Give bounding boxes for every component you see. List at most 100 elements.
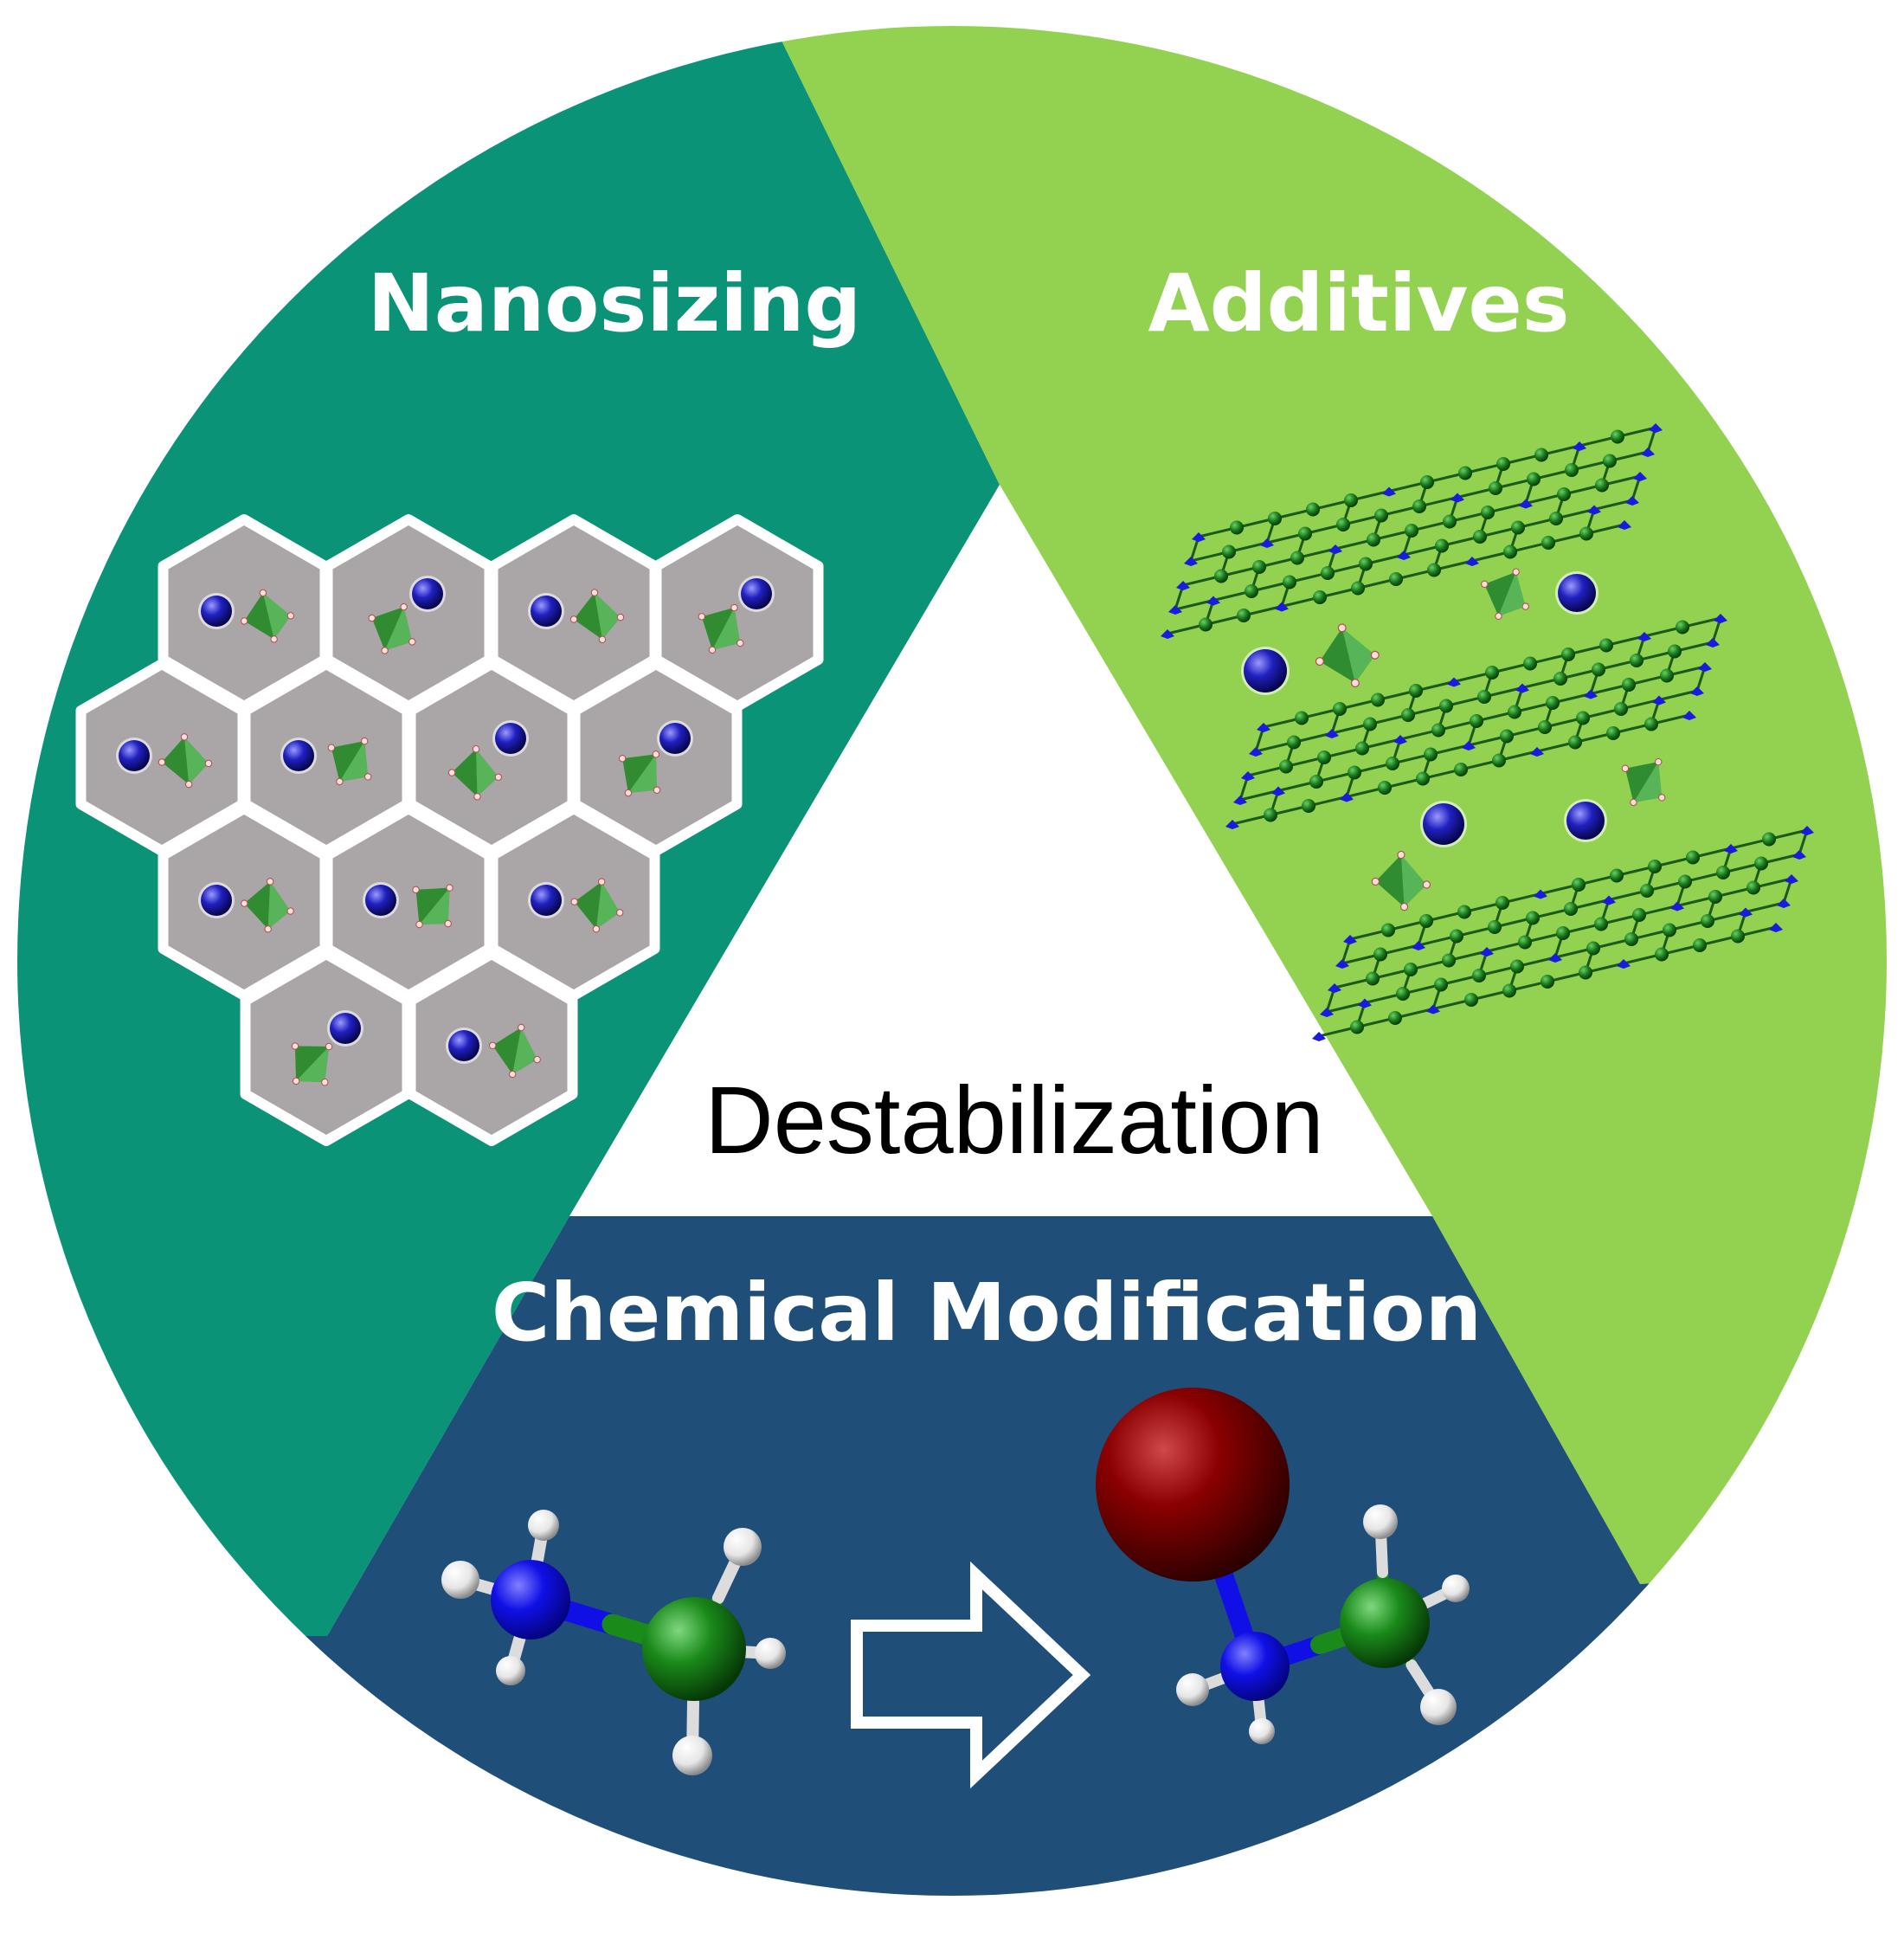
cation-sphere-icon (1423, 803, 1464, 845)
carbon-node (1572, 878, 1586, 892)
carbon-node (1534, 448, 1548, 462)
nanocrystal-cell (240, 659, 413, 856)
carbon-node (1557, 487, 1571, 501)
carbon-node (1405, 524, 1418, 538)
nitrogen-node (1233, 796, 1247, 805)
graphene-layers-illustration (1161, 423, 1814, 1041)
metal-atom-icon (1096, 1388, 1290, 1581)
tetrahedron-icon (569, 589, 625, 644)
carbon-node (1564, 902, 1578, 916)
carbon-node (1481, 506, 1495, 519)
carbon-node (1458, 466, 1472, 480)
cation-sphere-icon (119, 740, 150, 771)
chemical-modification-illustration (441, 1388, 1470, 1789)
hydrogen-atom-icon (1363, 1504, 1398, 1539)
carbon-node (1668, 644, 1682, 659)
carbon-node (1595, 478, 1609, 493)
carbon-node (1496, 896, 1509, 910)
carbon-node (1592, 662, 1605, 677)
nitrogen-node (1225, 820, 1239, 829)
hydrogen-atom-icon (755, 1638, 786, 1669)
carbon-node (1579, 526, 1593, 541)
cation-sphere-icon (659, 723, 691, 754)
graphene-sheet (1312, 826, 1814, 1041)
carbon-node (1470, 714, 1483, 728)
nitrogen-node (1633, 472, 1647, 481)
graphene-sheet (1161, 423, 1663, 639)
label-additives: Additives (1148, 257, 1569, 350)
nitrogen-node (1587, 505, 1601, 515)
hydrogen-atom-icon (1442, 1575, 1470, 1602)
nitrogen-node (1618, 520, 1631, 530)
cation-sphere-icon (283, 740, 314, 771)
carbon-node (1351, 581, 1365, 596)
carbon-node (1523, 656, 1537, 671)
carbon-node (1502, 983, 1516, 998)
nitrogen-node (1241, 771, 1255, 781)
carbon-node (1606, 726, 1620, 740)
nitrogen-node (1328, 544, 1342, 554)
carbon-node (1676, 620, 1689, 635)
nitrogen-atom-icon (491, 1560, 570, 1639)
nitrogen-node (1682, 711, 1696, 720)
carbon-node (1450, 929, 1463, 944)
nitrogen-node (1534, 889, 1547, 899)
nitrogen-node (1519, 499, 1533, 509)
carbon-node (1367, 532, 1380, 547)
cation-sphere-icon (1244, 649, 1287, 692)
carbon-node (1541, 975, 1554, 989)
nitrogen-node (1670, 901, 1684, 912)
carbon-node (1541, 536, 1555, 550)
nitrogen-node (1412, 941, 1425, 950)
carbon-node (1350, 1020, 1364, 1034)
carbon-node (1579, 965, 1592, 980)
nanocrystal-cell (322, 514, 495, 712)
nitrogen-node (1340, 792, 1354, 802)
carbon-node (1431, 723, 1445, 738)
cation-sphere-icon (412, 578, 443, 609)
carbon-node (1321, 566, 1335, 580)
nitrogen-node (1637, 632, 1651, 641)
carbon-node (1457, 905, 1471, 919)
nitrogen-node (1706, 638, 1720, 647)
carbon-node (1401, 708, 1415, 722)
nitrogen-node (1206, 596, 1220, 606)
tetrahedron-icon (240, 589, 295, 643)
tetrahedron-icon (291, 1042, 333, 1086)
nitrogen-node (1652, 695, 1666, 705)
carbon-node (1510, 959, 1524, 974)
cation-sphere-icon (741, 578, 772, 609)
carbon-node (1663, 923, 1676, 937)
nitrogen-node (1800, 826, 1814, 835)
center-triangle (569, 485, 1432, 1216)
nitrogen-node (1249, 747, 1263, 757)
carbon-node (1594, 917, 1608, 931)
tetrahedron-icon (368, 602, 416, 654)
carbon-node (1412, 499, 1426, 513)
nitrogen-node (1480, 947, 1494, 957)
carbon-node (1442, 953, 1456, 968)
nitrogen-node (1625, 496, 1639, 506)
tetrahedron-icon (158, 733, 213, 789)
nanocrystal-cell (405, 949, 578, 1146)
carbon-node (1344, 493, 1358, 507)
graphene-sheet (1225, 614, 1727, 829)
carbon-node (1373, 947, 1387, 962)
nitrogen-node (1641, 448, 1655, 457)
nitrogen-node (1320, 1008, 1334, 1017)
carbon-node (1640, 884, 1654, 898)
segment-additives (762, 26, 1887, 1584)
nitrogen-node (1397, 551, 1411, 560)
carbon-node (1549, 512, 1563, 525)
carbon-node (1610, 868, 1624, 883)
nitrogen-node (1698, 662, 1712, 672)
nitrogen-node (1176, 581, 1190, 590)
nitrogen-node (1312, 1032, 1326, 1041)
hydrogen-atom-icon (441, 1561, 479, 1599)
nitrogen-node (1792, 850, 1806, 860)
segment-chemical-modification (17, 1216, 1887, 1896)
nanocrystal-cell (158, 514, 331, 712)
carbon-node (1655, 947, 1669, 962)
carbon-node (1518, 935, 1532, 950)
